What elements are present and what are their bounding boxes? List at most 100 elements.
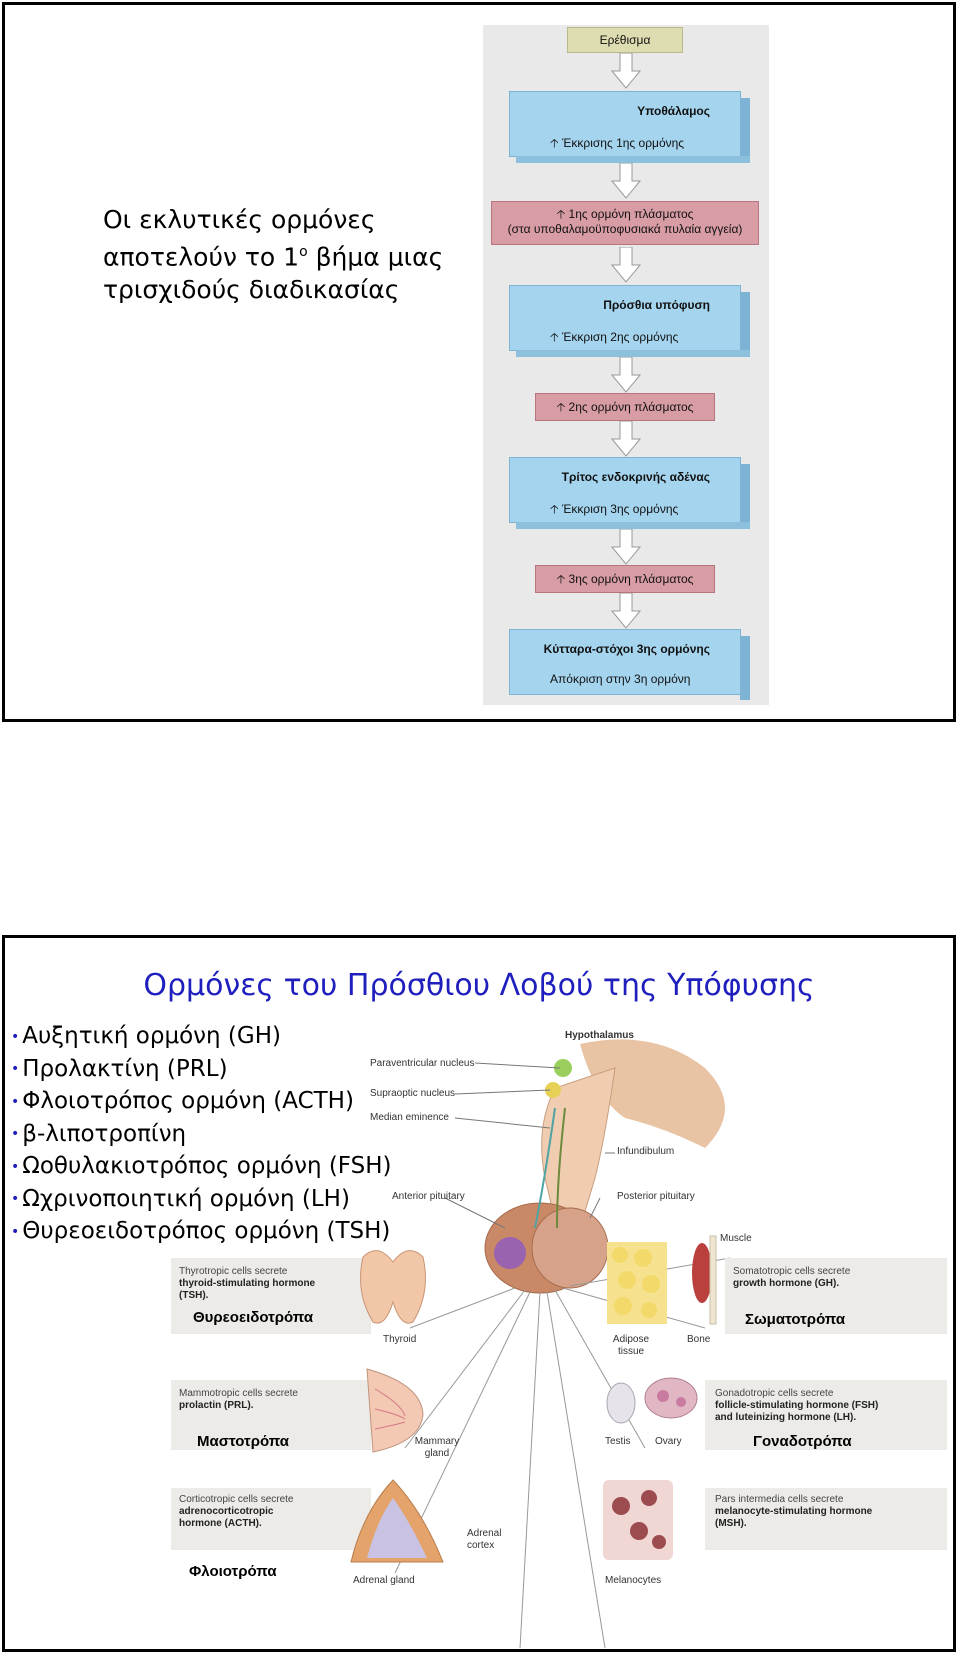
label-adrenal-cortex: Adrenal cortex (467, 1528, 502, 1551)
up-arrow-icon: 🡡 (550, 330, 559, 344)
label-ovary: Ovary (655, 1436, 682, 1447)
down-arrow-icon (611, 357, 641, 393)
third-gland-title: Τρίτος ενδοκρινής αδένας (561, 470, 710, 484)
label-muscle: Muscle (720, 1233, 752, 1244)
hormone-list: Αυξητική ορμόνη (GH) Προλακτίνη (PRL) Φλ… (11, 1020, 392, 1248)
gonadotropic-text: Gonadotropic cells secrete follicle-stim… (715, 1388, 878, 1424)
melanocytes-icon (603, 1480, 673, 1560)
hypothalamus-box: Υποθάλαμος 🡡 Έκκρισης 1ης ορμόνης (509, 91, 750, 163)
list-item: Προλακτίνη (PRL) (11, 1053, 392, 1086)
gonadotropic-panel (705, 1380, 947, 1450)
mammo-text-2: prolactin (PRL). (179, 1400, 254, 1411)
plasma-hormone-1-label: 1ης ορμόνη πλάσματος (568, 207, 694, 221)
label-paraventricular: Paraventricular nucleus (370, 1058, 475, 1069)
supraoptic-nucleus-shape (545, 1082, 561, 1098)
intro-line-2-pre: αποτελούν το 1 (103, 242, 300, 272)
somato-text-2: growth hormone (GH). (733, 1278, 840, 1289)
posterior-pituitary-shape (531, 1207, 609, 1289)
hypothalamus-secretion: 🡡 Έκκρισης 1ης ορμόνης (550, 134, 684, 155)
mammotropic-text: Mammotropic cells secrete prolactin (PRL… (179, 1388, 298, 1412)
adipose-tissue-icon (607, 1242, 667, 1324)
anterior-cells-shape (494, 1237, 526, 1269)
up-arrow-icon: 🡡 (556, 207, 566, 221)
greek-label-thyrotropic: Θυρεοειδοτρόπα (193, 1309, 314, 1326)
pars-intermedia-text: Pars intermedia cells secrete melanocyte… (715, 1494, 872, 1530)
thyroid-icon (360, 1250, 426, 1324)
thyro-text-1: Thyrotropic cells secrete (179, 1266, 288, 1277)
label-median-eminence: Median eminence (370, 1112, 449, 1123)
greek-label-somatotropic: Σωματοτρόπα (745, 1311, 846, 1328)
down-arrow-icon (611, 421, 641, 457)
pars-text-3: (MSH). (715, 1518, 747, 1529)
plasma-hormone-1-box: 🡡 1ης ορμόνη πλάσματος (στα υποθαλαμοϋπο… (491, 201, 759, 245)
slide-2: Ορμόνες του Πρόσθιου Λοβού της Υπόφυσης … (2, 935, 956, 1652)
gonado-text-2: follicle-stimulating hormone (FSH) (715, 1400, 879, 1411)
third-gland-box: Τρίτος ενδοκρινής αδένας 🡡 Έκκριση 3ης ο… (509, 457, 750, 529)
plasma-hormone-3-box: 🡡 3ης ορμόνη πλάσματος (535, 565, 715, 593)
testis-ovary-icon (606, 1377, 698, 1424)
greek-label-gonadotropic: Γοναδοτρόπα (753, 1433, 852, 1450)
label-supraoptic: Supraoptic nucleus (370, 1088, 456, 1099)
label-infundibulum: Infundibulum (617, 1146, 675, 1157)
label-hypothalamus: Hypothalamus (565, 1030, 634, 1041)
thyrotropic-panel (171, 1258, 371, 1334)
up-arrow-icon: 🡡 (550, 502, 559, 516)
label-thyroid: Thyroid (383, 1334, 417, 1345)
pituitary-illustration (394, 1039, 731, 1648)
label-posterior-pituitary: Posterior pituitary (617, 1191, 695, 1202)
label-adrenal-gland: Adrenal gland (353, 1575, 415, 1586)
thyro-text-2: thyroid-stimulating hormone (179, 1278, 316, 1289)
mammo-text-1: Mammotropic cells secrete (179, 1388, 298, 1399)
down-arrow-icon (611, 163, 641, 199)
anterior-pituitary-secretion: 🡡 Έκκριση 2ης ορμόνης (550, 328, 678, 349)
somato-text-1: Somatotropic cells secrete (733, 1266, 851, 1277)
anterior-pituitary-title: Πρόσθια υπόφυση (603, 298, 710, 312)
plasma-hormone-2-box: 🡡 2ης ορμόνη πλάσματος (535, 393, 715, 421)
third-gland-secretion-label: Έκκριση 3ης ορμόνης (561, 502, 679, 516)
plasma-hormone-1-line1: 🡡 1ης ορμόνη πλάσματος (492, 207, 758, 222)
up-arrow-icon: 🡡 (556, 400, 566, 414)
up-arrow-icon: 🡡 (556, 572, 566, 586)
cortico-text-1: Corticotropic cells secrete (179, 1494, 294, 1505)
intro-line-2: αποτελούν το 1ο βήμα μιας (103, 236, 463, 273)
paraventricular-nucleus-shape (554, 1059, 572, 1077)
gonado-text-3: and luteinizing hormone (LH). (715, 1412, 857, 1423)
somatotropic-panel (725, 1258, 947, 1334)
hypothalamus-secretion-label: Έκκρισης 1ης ορμόνης (561, 136, 685, 150)
cortico-text-3: hormone (ACTH). (179, 1518, 262, 1529)
label-testis: Testis (605, 1436, 631, 1447)
target-cells-title: Κύτταρα-στόχοι 3ης ορμόνης (543, 642, 710, 656)
hypothalamus-title: Υποθάλαμος (637, 104, 710, 118)
cortico-text-2: adrenocorticotropic (179, 1506, 274, 1517)
label-bone: Bone (687, 1334, 711, 1345)
mammary-gland-icon (366, 1368, 424, 1453)
muscle-bone-icon (692, 1235, 717, 1325)
pars-text-1: Pars intermedia cells secrete (715, 1494, 844, 1505)
intro-line-3: τρισχιδούς διαδικασίας (103, 275, 400, 305)
down-arrow-icon (611, 247, 641, 283)
list-item: β-λιποτροπίνη (11, 1118, 392, 1151)
up-arrow-icon: 🡡 (550, 136, 559, 150)
intro-line-2-post: βήμα μιας (307, 242, 444, 272)
thyrotropic-text: Thyrotropic cells secrete thyroid-stimul… (179, 1266, 315, 1302)
anterior-pituitary-box: Πρόσθια υπόφυση 🡡 Έκκριση 2ης ορμόνης (509, 285, 750, 357)
plasma-hormone-2-label: 2ης ορμόνη πλάσματος (568, 400, 694, 414)
corticotropic-text: Corticotropic cells secrete adrenocortic… (179, 1494, 293, 1530)
slide-2-title: Ορμόνες του Πρόσθιου Λοβού της Υπόφυσης (143, 968, 815, 1003)
list-item: Ωοθυλακιοτρόπος ορμόνη (FSH) (11, 1150, 391, 1183)
thyro-text-3: (TSH). (179, 1290, 209, 1301)
third-gland-secretion: 🡡 Έκκριση 3ης ορμόνης (550, 500, 678, 521)
plasma-hormone-1-line2: (στα υποθαλαμοϋποφυσιακά πυλαία αγγεία) (507, 222, 743, 236)
stimulus-box: Ερέθισμα (567, 27, 683, 53)
adrenal-gland-icon (350, 1479, 444, 1563)
down-arrow-icon (611, 593, 641, 629)
intro-text: Οι εκλυτικές ορμόνες αποτελούν το 1ο βήμ… (103, 203, 463, 306)
plasma-hormone-3-label: 3ης ορμόνη πλάσματος (568, 572, 694, 586)
slide-1: Οι εκλυτικές ορμόνες αποτελούν το 1ο βήμ… (2, 2, 956, 722)
down-arrow-icon (611, 529, 641, 565)
list-item: Αυξητική ορμόνη (GH) (11, 1020, 392, 1053)
list-item: Θυρεοειδοτρόπος ορμόνη (TSH) (11, 1215, 392, 1248)
label-anterior-pituitary: Anterior pituitary (392, 1191, 465, 1202)
corticotropic-panel (171, 1488, 371, 1550)
label-melanocytes: Melanocytes (605, 1575, 662, 1586)
